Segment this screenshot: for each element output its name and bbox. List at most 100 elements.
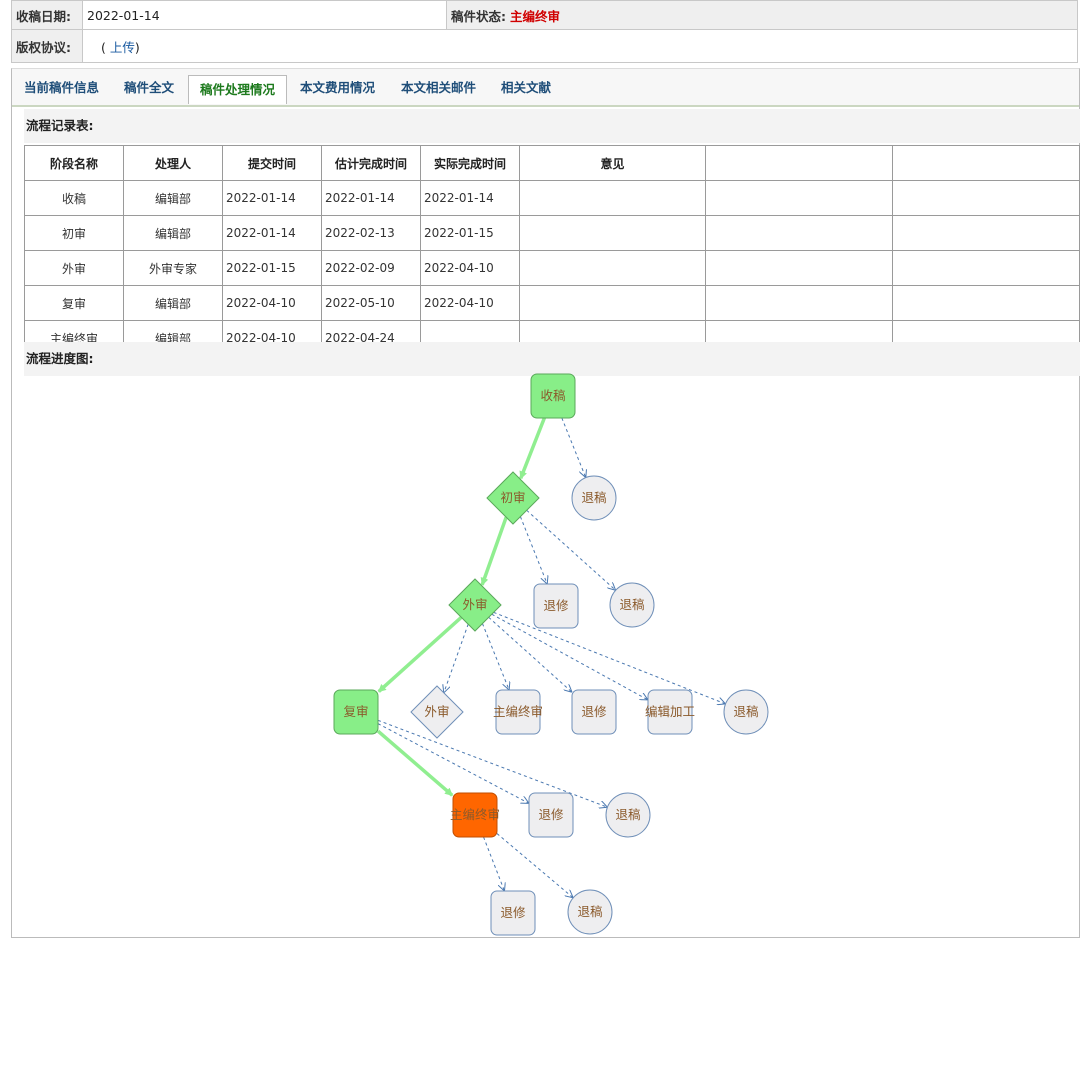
tab-full-text[interactable]: 稿件全文: [124, 80, 175, 95]
tab-fee-status[interactable]: 本文费用情况: [300, 80, 376, 95]
node-box: [571, 689, 617, 735]
flow-node-label: 外审: [462, 597, 487, 612]
actual-time-cell: 2022-01-15: [420, 215, 520, 251]
table-row: 收稿 编辑部 2022-01-14 2022-01-14 2022-01-14: [24, 180, 1080, 216]
actual-time-cell: 2022-04-10: [420, 250, 520, 286]
flow-node-label: 退稿: [619, 597, 644, 612]
active-flow-arrow: [376, 729, 454, 797]
handler-cell: 编辑部: [123, 215, 223, 251]
flow-node-rect: 主编终审: [493, 689, 543, 735]
node-box: [495, 689, 541, 735]
extra-cell: [705, 180, 893, 216]
flow-node-label: 退修: [581, 704, 607, 719]
flow-node-label: 初审: [500, 490, 525, 505]
flow-node-diamond: 外审: [448, 578, 502, 632]
handler-cell: 外审专家: [123, 250, 223, 286]
diagram-title: 流程进度图:: [24, 342, 1080, 376]
handler-cell: 编辑部: [123, 180, 223, 216]
submit-time-cell: 2022-01-14: [222, 180, 322, 216]
status-label: 稿件状态:: [451, 8, 506, 24]
extra-cell: [892, 180, 1080, 216]
node-box: [533, 583, 579, 629]
upload-paren-open: (: [101, 39, 106, 55]
optional-flow-arrow: [377, 723, 528, 803]
status-cell: 稿件状态: 主编终审: [446, 0, 1078, 30]
node-diamond: [410, 685, 464, 739]
submit-time-cell: 2022-01-14: [222, 215, 322, 251]
node-circle: [571, 475, 617, 521]
estimated-time-cell: 2022-05-10: [321, 285, 421, 321]
col-submit-time: 提交时间: [222, 145, 322, 181]
content-panel: 当前稿件信息 稿件全文 稿件处理情况 本文费用情况 本文相关邮件 相关文献 流程…: [11, 68, 1080, 938]
optional-flow-arrow: [526, 509, 615, 589]
node-circle: [605, 792, 651, 838]
optional-flow-arrow: [561, 417, 586, 477]
node-box: [490, 890, 536, 936]
flow-node-circle: 退稿: [723, 689, 769, 735]
flow-node-rect: 主编终审: [450, 792, 500, 838]
table-row: 外审 外审专家 2022-01-15 2022-02-09 2022-04-10: [24, 250, 1080, 286]
optional-flow-arrow: [377, 719, 606, 807]
optional-flow-arrow: [483, 836, 505, 890]
optional-flow-arrow: [519, 516, 546, 583]
received-date-value: 2022-01-14: [82, 0, 447, 30]
flow-node-label: 退稿: [581, 490, 606, 505]
node-box: [530, 373, 576, 419]
flow-node-rect: 复审: [333, 689, 379, 735]
actual-time-cell: 2022-04-10: [420, 285, 520, 321]
node-box: [452, 792, 498, 838]
submit-time-cell: 2022-01-15: [222, 250, 322, 286]
tab-related-emails[interactable]: 本文相关邮件: [401, 80, 477, 95]
handler-cell: 编辑部: [123, 285, 223, 321]
optional-flow-arrow: [444, 624, 469, 692]
flow-node-label: 复审: [343, 704, 368, 719]
node-box: [333, 689, 379, 735]
flow-node-circle: 退稿: [609, 582, 655, 628]
copyright-label: 版权协议:: [11, 29, 83, 63]
flow-node-rect: 收稿: [530, 373, 576, 419]
flow-node-label: 编辑加工: [645, 704, 695, 719]
tab-processing-status[interactable]: 稿件处理情况: [188, 75, 288, 104]
col-handler: 处理人: [123, 145, 223, 181]
flow-node-circle: 退稿: [571, 475, 617, 521]
col-actual-time: 实际完成时间: [420, 145, 520, 181]
flow-node-circle: 退稿: [605, 792, 651, 838]
optional-flow-arrow: [481, 623, 508, 690]
flow-node-rect: 退修: [528, 792, 574, 838]
flow-node-label: 外审: [424, 704, 449, 719]
extra-cell: [892, 215, 1080, 251]
flow-node-label: 收稿: [540, 388, 565, 403]
flow-node-rect: 退修: [571, 689, 617, 735]
stage-cell: 收稿: [24, 180, 124, 216]
flow-node-label: 退稿: [615, 807, 640, 822]
node-circle: [723, 689, 769, 735]
node-box: [647, 689, 693, 735]
flow-node-rect: 退修: [533, 583, 579, 629]
flow-node-rect: 编辑加工: [645, 689, 695, 735]
manuscript-info-table: 收稿日期: 2022-01-14 稿件状态: 主编终审 版权协议: ( 上传): [11, 0, 1078, 63]
flow-node-circle: 退稿: [567, 889, 613, 935]
extra-cell: [892, 250, 1080, 286]
active-flow-arrow: [519, 417, 547, 480]
flow-node-label: 主编终审: [450, 807, 500, 822]
flow-node-label: 主编终审: [493, 704, 543, 719]
tab-related-literature[interactable]: 相关文献: [501, 80, 552, 95]
active-flow-arrow: [377, 616, 463, 693]
flow-node-diamond: 外审: [410, 685, 464, 739]
optional-flow-arrow: [496, 833, 572, 898]
copyright-value: ( 上传): [82, 29, 1078, 63]
flow-node-label: 退修: [538, 807, 564, 822]
node-diamond: [486, 471, 540, 525]
estimated-time-cell: 2022-01-14: [321, 180, 421, 216]
flow-node-label: 退修: [543, 598, 569, 613]
node-diamond: [448, 578, 502, 632]
status-value: 主编终审: [509, 8, 560, 24]
tab-current-manuscript-info[interactable]: 当前稿件信息: [24, 80, 100, 95]
node-circle: [609, 582, 655, 628]
col-extra-1: [705, 145, 893, 181]
optional-flow-arrow: [488, 616, 572, 691]
upload-link[interactable]: 上传: [109, 39, 135, 55]
active-flow-arrow: [480, 516, 508, 586]
upload-paren-close: ): [134, 39, 140, 55]
